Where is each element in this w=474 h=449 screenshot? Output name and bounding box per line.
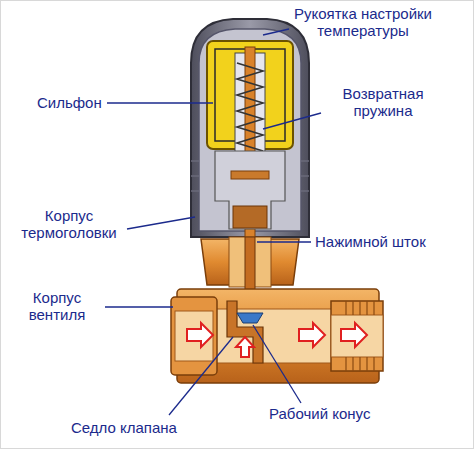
part-label: Нажимной шток <box>315 233 426 250</box>
part-label: Возвратная пружина <box>323 85 443 119</box>
part-label: Рабочий конус <box>269 405 370 422</box>
part-label: Седло клапана <box>71 419 177 436</box>
part-label: Корпус термоголовки <box>7 207 131 241</box>
part-label: Корпус вентиля <box>7 289 107 323</box>
part-label: Сильфон <box>37 94 102 111</box>
part-label: Рукоятка настройки температуры <box>263 5 463 39</box>
